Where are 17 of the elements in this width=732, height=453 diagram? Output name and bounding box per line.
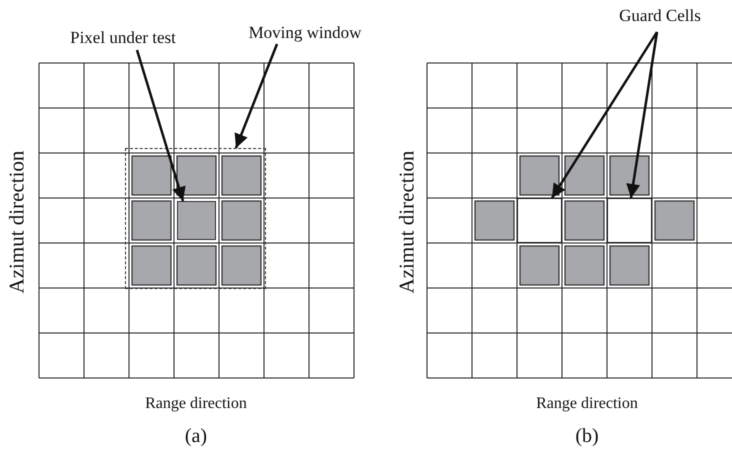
leader-arrow xyxy=(626,32,658,198)
panel-label: (a) xyxy=(184,425,208,448)
axis-title: Azimut direction xyxy=(394,150,420,294)
callout-text: Moving window xyxy=(248,23,362,43)
leader-arrow xyxy=(550,31,658,199)
guard-cell xyxy=(607,198,652,243)
leader-arrow xyxy=(136,50,186,202)
callout-text: Pixel under test xyxy=(70,28,176,48)
guard-cell xyxy=(517,198,562,243)
axis-title: Range direction xyxy=(536,395,638,413)
pixel-cell xyxy=(177,201,216,240)
axis-title: Range direction xyxy=(145,395,247,413)
axis-title: Azimut direction xyxy=(4,150,30,294)
callout-text: Guard Cells xyxy=(619,6,701,26)
window-outline xyxy=(125,148,266,289)
leader-arrow xyxy=(234,44,278,148)
panel-label: (b) xyxy=(575,425,599,448)
